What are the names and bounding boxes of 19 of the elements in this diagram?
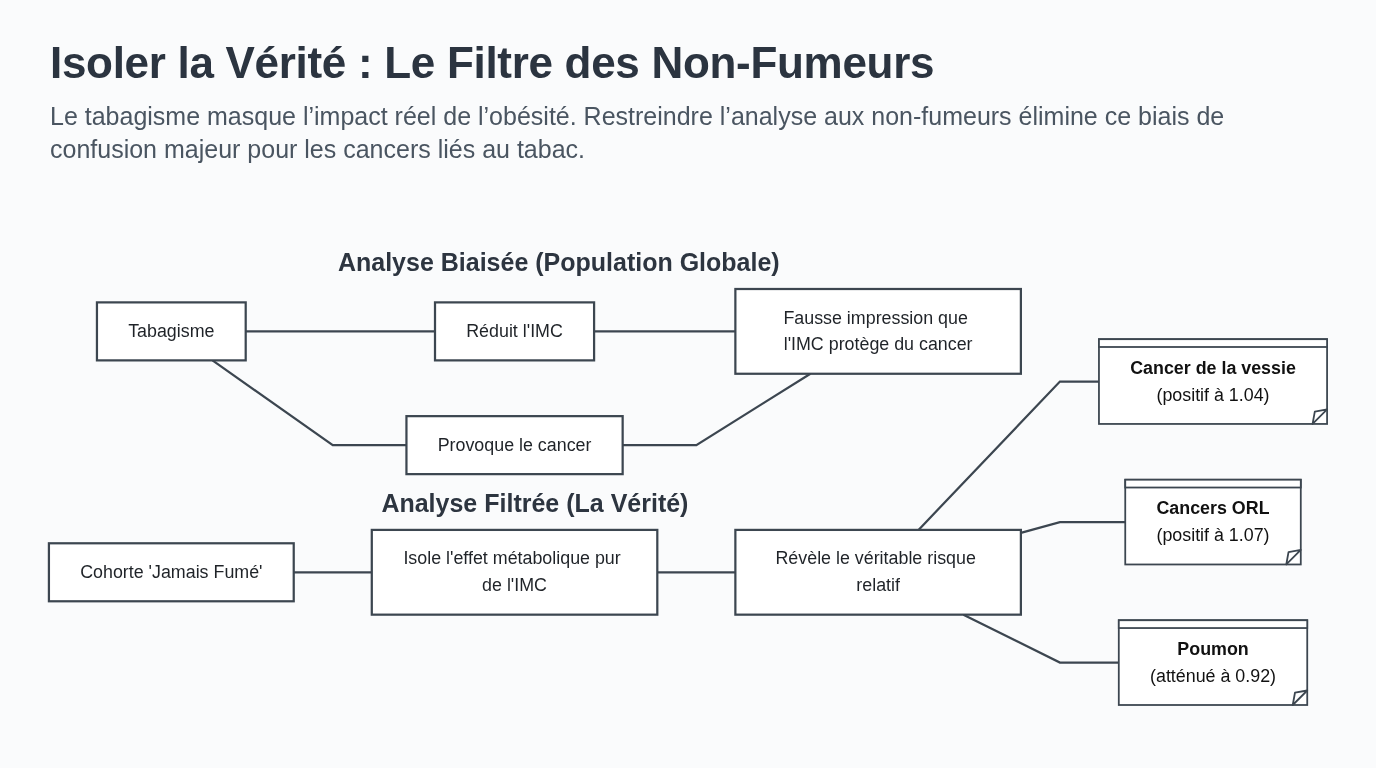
process-box: Cohorte 'Jamais Fumé'	[47, 542, 295, 603]
connector-line	[594, 330, 736, 333]
connector-line	[1020, 520, 1126, 534]
process-box: Tabagisme	[95, 301, 247, 362]
note-card: Cancers ORL (positif à 1.07)	[1124, 478, 1302, 566]
subtitle: Le tabagisme masque l’impact réel de l’obésité. Restreindre l’analyse aux non-fumeurs élimine ce biais de confusion majeur pour les cancers liés au tabac.	[50, 101, 1226, 165]
process-box: Fausse impression que l'IMC protège du cancer	[734, 287, 1022, 375]
process-box: Provoque le cancer	[405, 415, 624, 476]
connector-line	[293, 571, 372, 574]
process-box: Isole l'effet métabolique pur de l'IMC	[370, 528, 659, 616]
section-heading: Analyse Biaisée (Population Globale)	[337, 248, 780, 277]
process-box: Réduit l'IMC	[433, 301, 596, 362]
connector-line	[657, 571, 736, 574]
note-card: Cancer de la vessie (positif à 1.04)	[1098, 338, 1328, 425]
title: Isoler la Vérité : Le Filtre des Non-Fumeurs	[50, 38, 935, 88]
connector-line	[245, 330, 435, 333]
note-card: Poumon (atténué à 0.92)	[1117, 619, 1309, 706]
section-heading: Analyse Filtrée (La Vérité)	[381, 488, 689, 518]
process-box: Révèle le véritable risque relatif	[734, 528, 1022, 616]
